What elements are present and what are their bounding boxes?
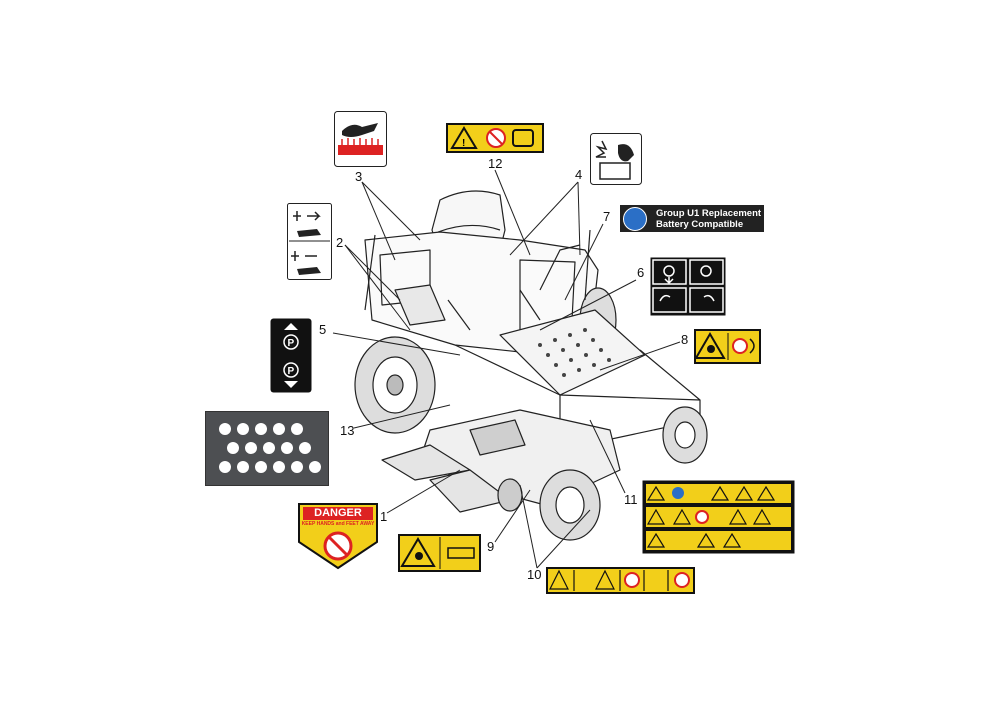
deflector-icon <box>447 547 475 559</box>
svg-text:P: P <box>288 366 295 377</box>
battery-warning-decal <box>590 133 642 185</box>
callout-11: 11 <box>624 492 638 507</box>
operator-warning-decal <box>642 480 795 554</box>
height-of-cut-decal <box>205 411 329 486</box>
callout-7: 7 <box>603 209 611 224</box>
callout-9: 9 <box>487 539 495 554</box>
explosion-icon <box>595 140 608 158</box>
callout-13: 13 <box>340 423 355 438</box>
warning-triangle-icon <box>694 332 726 359</box>
callout-10: 10 <box>527 567 542 582</box>
danger-title: DANGER <box>303 507 373 520</box>
parking-brake-decal: P P <box>270 318 312 393</box>
callout-6: 6 <box>637 265 645 280</box>
danger-decal <box>298 503 378 570</box>
hand-icon <box>342 123 378 137</box>
arrow-down-icon <box>284 381 298 388</box>
battery-replacement-decal: Group U1 Replacement Battery Compatible <box>620 205 764 232</box>
arrow-up-icon <box>284 323 298 330</box>
read-manual-icon <box>672 487 684 499</box>
callout-3: 3 <box>355 169 363 184</box>
danger-subtitle: KEEP HANDS and FEET AWAY <box>301 521 375 527</box>
thrown-object-decal <box>398 534 481 572</box>
arrow-turn-left-icon <box>659 294 671 302</box>
mower-icon <box>297 229 321 237</box>
fuel-tank-icon <box>512 129 534 147</box>
callout-12: 12 <box>488 156 503 171</box>
callout-5: 5 <box>319 322 327 337</box>
warning-triangle-icon <box>400 537 436 567</box>
svg-text:!: ! <box>462 138 465 149</box>
deck-warning-decal <box>546 567 695 594</box>
hot-surface-decal <box>334 111 387 167</box>
warning-triangle-icon <box>646 485 666 501</box>
svg-text:P: P <box>288 338 295 349</box>
face-shield-icon <box>618 144 634 162</box>
speed-control-decal <box>287 203 332 280</box>
neutral-icon <box>663 265 675 277</box>
parking-icon <box>283 334 299 350</box>
callout-4: 4 <box>575 167 583 182</box>
battery-line-2: Battery Compatible <box>656 219 744 230</box>
read-manual-icon <box>623 207 647 231</box>
callout-8: 8 <box>681 332 689 347</box>
no-entry-icon <box>624 572 640 588</box>
motion-control-decal <box>650 257 726 316</box>
warning-triangle-icon <box>450 126 478 149</box>
fuel-warning-decal: ! <box>446 123 544 153</box>
crush-hazard-decal <box>694 329 761 364</box>
no-entry-icon <box>732 338 748 354</box>
warning-triangle-icon <box>549 569 569 590</box>
callout-1: 1 <box>380 509 388 524</box>
callout-2: 2 <box>336 235 344 250</box>
lever-icon <box>293 211 321 221</box>
battery-line-1: Group U1 Replacement <box>656 208 762 219</box>
arrow-down-icon <box>664 277 674 285</box>
